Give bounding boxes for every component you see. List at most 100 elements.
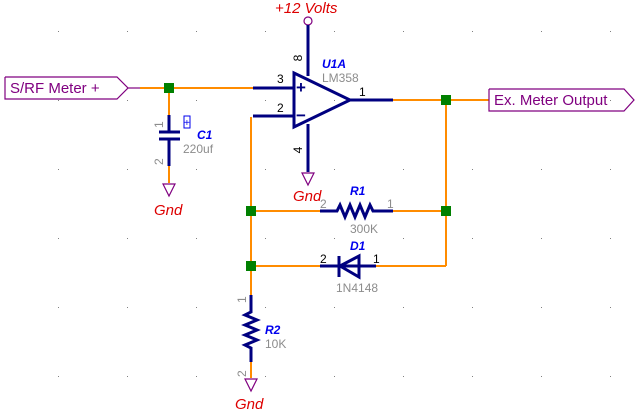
- grid-dot: [58, 376, 59, 377]
- grid-dot: [541, 31, 542, 32]
- grid-dot: [403, 376, 404, 377]
- grid-dot: [610, 169, 611, 170]
- grid-dot: [541, 100, 542, 101]
- grid-dot: [127, 31, 128, 32]
- junctions: [164, 83, 451, 271]
- grid-dot: [196, 31, 197, 32]
- diode-triangle: [336, 253, 361, 280]
- r2-pin2: 2: [235, 370, 249, 377]
- grid-dot: [472, 238, 473, 239]
- u1a-ref: U1A: [322, 57, 346, 71]
- c1-pin1: 1: [152, 121, 166, 128]
- r1-value: 300K: [350, 222, 378, 236]
- vcc-terminal: [303, 16, 313, 26]
- u1a-pin2: 2: [277, 101, 284, 115]
- grid-dot: [541, 376, 542, 377]
- u1a-pin4: 4: [291, 146, 305, 153]
- diode-d1[interactable]: D1 1N4148 2 1: [320, 239, 380, 295]
- input-port[interactable]: S/RF Meter +: [4, 76, 140, 100]
- grid-dot: [403, 307, 404, 308]
- grid-dot: [196, 238, 197, 239]
- grid-dot: [334, 307, 335, 308]
- grid-dot: [472, 31, 473, 32]
- grid-dot: [610, 238, 611, 239]
- grid-dot: [127, 376, 128, 377]
- grid-dot: [265, 376, 266, 377]
- c1-value: 220uf: [183, 142, 214, 156]
- r1-ref: R1: [350, 184, 366, 198]
- polarity-sign: +: [184, 118, 190, 129]
- grid-dot: [265, 307, 266, 308]
- r2-ref: R2: [265, 323, 281, 337]
- grid-dot: [610, 31, 611, 32]
- grid-dot: [265, 100, 266, 101]
- grid-dot: [610, 376, 611, 377]
- ground-symbol-r2: Gnd: [235, 378, 264, 411]
- ground-symbol-c1: Gnd: [154, 183, 183, 219]
- r2-pin1: 1: [235, 296, 249, 303]
- grid-dot: [403, 238, 404, 239]
- grid-dot: [196, 307, 197, 308]
- grid-dot: [541, 238, 542, 239]
- opamp-u1a[interactable]: +12 Volts 8 3 2 + − 1 4 U1A LM358: [253, 0, 393, 172]
- grid-dot: [265, 169, 266, 170]
- resistor-r1[interactable]: R1 300K 2 1: [320, 184, 394, 236]
- gnd-label-r2: Gnd: [235, 396, 264, 411]
- grid-dot: [334, 31, 335, 32]
- c1-pin2: 2: [152, 158, 166, 165]
- grid-dot: [334, 169, 335, 170]
- grid-dot: [127, 238, 128, 239]
- resistor-r2[interactable]: R2 10K 1 2: [235, 295, 286, 377]
- d1-pin2: 2: [320, 252, 327, 266]
- grid-dot: [610, 100, 611, 101]
- r1-pin1: 1: [387, 197, 394, 211]
- grid-dot: [58, 100, 59, 101]
- output-port[interactable]: Ex. Meter Output: [488, 88, 635, 112]
- grid-dot: [265, 31, 266, 32]
- junction-output: [441, 95, 451, 105]
- grid-dot: [472, 169, 473, 170]
- r2-value: 10K: [265, 337, 286, 351]
- grid-dot: [196, 169, 197, 170]
- grid-dot: [265, 238, 266, 239]
- grid-dot: [58, 31, 59, 32]
- grid-dot: [58, 307, 59, 308]
- minus-sign: −: [296, 106, 306, 125]
- u1a-pin1: 1: [359, 85, 366, 99]
- grid-dot: [127, 307, 128, 308]
- grid-dot: [610, 307, 611, 308]
- grid-dot: [334, 238, 335, 239]
- junction-d1-left: [246, 261, 256, 271]
- u1a-pin8: 8: [291, 54, 305, 61]
- vcc-label: +12 Volts: [275, 0, 338, 17]
- gnd-label-c1: Gnd: [154, 202, 183, 219]
- grid-dot: [541, 169, 542, 170]
- d1-pin1: 1: [373, 252, 380, 266]
- capacitor-c1[interactable]: + C1 220uf 1 2: [152, 115, 214, 166]
- grid-dot: [196, 376, 197, 377]
- junction-input: [164, 83, 174, 93]
- u1a-pin3: 3: [277, 72, 284, 86]
- grid-dot: [58, 169, 59, 170]
- grid-dot: [334, 100, 335, 101]
- wires: [140, 87, 489, 378]
- grid-dot: [196, 100, 197, 101]
- d1-value: 1N4148: [336, 281, 378, 295]
- plus-sign: +: [296, 78, 306, 97]
- grid-dot: [127, 100, 128, 101]
- output-port-label: Ex. Meter Output: [494, 92, 608, 109]
- grid-dot: [334, 376, 335, 377]
- d1-ref: D1: [350, 239, 366, 253]
- input-port-label: S/RF Meter +: [10, 80, 100, 97]
- grid-dot: [403, 169, 404, 170]
- u1a-value: LM358: [322, 71, 359, 85]
- junction-r1-left: [246, 206, 256, 216]
- grid-dot: [472, 307, 473, 308]
- c1-ref: C1: [197, 128, 213, 142]
- grid-dot: [472, 376, 473, 377]
- junction-r1-right: [441, 206, 451, 216]
- grid-dot: [127, 169, 128, 170]
- polarity-marker: [183, 115, 191, 129]
- grid-dot: [541, 307, 542, 308]
